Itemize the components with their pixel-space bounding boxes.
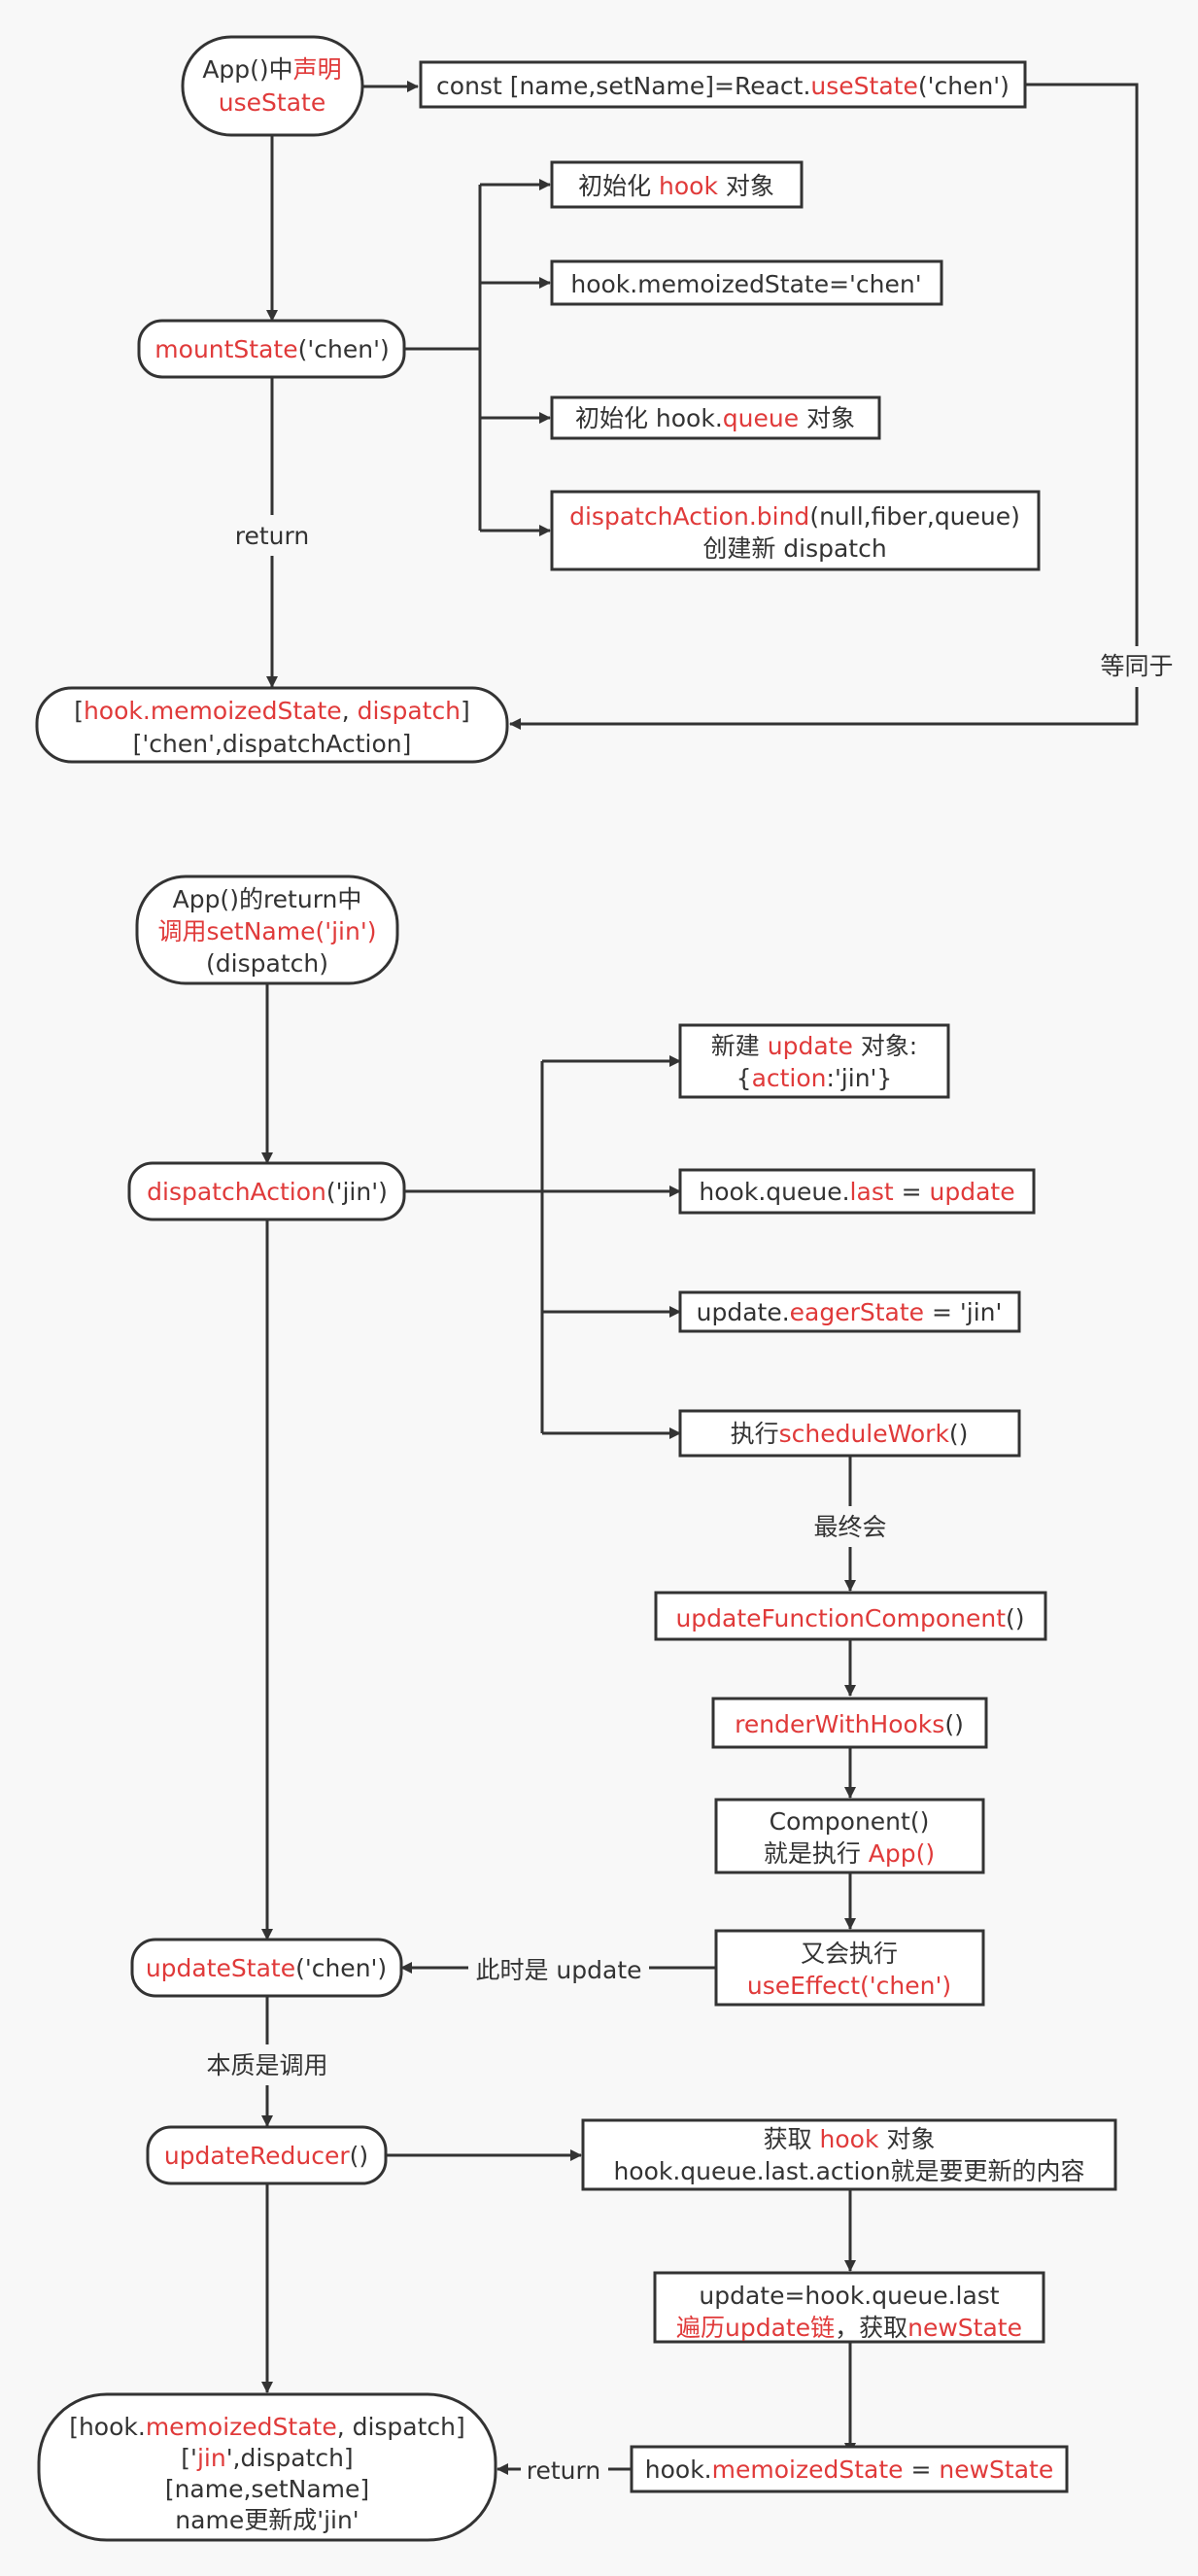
node-dispatch-action: dispatchAction('jin'): [127, 1161, 406, 1221]
get-hook-line1-text: 获取 hook 对象: [764, 2125, 936, 2153]
mount-result-line2-text: ['chen',dispatchAction]: [133, 730, 412, 758]
final-result-line1-text: [hook.memoizedState, dispatch]: [69, 2413, 465, 2441]
edge-label-equivalent: 等同于: [1100, 652, 1173, 680]
connectors-top: [266, 81, 1139, 730]
init-queue-line1-text: 初始化 hook.queue 对象: [575, 404, 855, 432]
edge-label-eventually: 最终会: [813, 1513, 886, 1541]
edge-label-return-back: return: [527, 2456, 600, 2485]
memoized-state-set-line1-text: hook.memoizedState='chen': [570, 270, 921, 298]
app-declare-line2-text: useState: [219, 88, 325, 117]
node-memoized-state-set: hook.memoizedState='chen': [550, 259, 943, 306]
schedule-work-line1-text: 执行scheduleWork(): [731, 1420, 969, 1448]
update-reducer-line1-text: updateReducer(): [164, 2142, 368, 2170]
node-final-result: [hook.memoizedState, dispatch] ['jin',di…: [37, 2392, 497, 2542]
edge-label-return: return: [235, 522, 309, 550]
rerun-effect-line1-text: 又会执行: [801, 1940, 898, 1968]
node-mount-state: mountState('chen'): [137, 319, 406, 379]
node-dispatch-bind: dispatchAction.bind(null,fiber,queue) 创建…: [550, 490, 1041, 571]
app-return-line2-text: 调用setName('jin'): [158, 917, 377, 945]
edge-label-essentially: 本质是调用: [206, 2051, 327, 2079]
component-exec-line1-text: Component(): [770, 1807, 930, 1836]
node-render-with-hooks: renderWithHooks(): [711, 1697, 988, 1749]
dispatch-action-line1-text: dispatchAction('jin'): [147, 1178, 388, 1206]
render-with-hooks-line1-text: renderWithHooks(): [735, 1710, 964, 1738]
mount-state-line1-text: mountState('chen'): [154, 335, 389, 363]
rerun-effect-line2-text: useEffect('chen'): [747, 1972, 951, 2000]
node-update-reducer: updateReducer(): [146, 2125, 388, 2185]
node-mount-result: [hook.memoizedState, dispatch] ['chen',d…: [35, 686, 509, 764]
edge-usestate-to-result: [509, 83, 1139, 730]
node-traverse-chain: update=hook.queue.last 遍历update链，获取newSt…: [653, 2271, 1045, 2344]
node-assign-new-state: hook.memoizedState = newState: [630, 2445, 1069, 2493]
app-declare-line1-text: App()中声明: [202, 55, 341, 84]
queue-last-line1-text: hook.queue.last = update: [699, 1178, 1014, 1206]
final-result-line4-text: name更新成'jin': [175, 2506, 359, 2534]
dispatch-bind-line1-text: dispatchAction.bind(null,fiber,queue): [569, 502, 1020, 531]
use-state-call-line1-text: const [name,setName]=React.useState('che…: [436, 72, 1010, 100]
edge-labels: return 等同于 最终会 此时是 update 本质是调用 return: [192, 515, 1185, 2490]
node-schedule-work: 执行scheduleWork(): [678, 1409, 1021, 1458]
final-result-line3-text: [name,setName]: [165, 2475, 369, 2503]
assign-new-state-line1-text: hook.memoizedState = newState: [645, 2456, 1053, 2484]
app-return-line3-text: (dispatch): [206, 949, 328, 978]
node-update-function-component: updateFunctionComponent(): [654, 1591, 1047, 1641]
nodes: App()中声明 useState const [name,setName]=R…: [35, 35, 1117, 2542]
eager-state-line1-text: update.eagerState = 'jin': [697, 1298, 1003, 1326]
node-init-hook: 初始化 hook 对象: [550, 160, 804, 209]
mount-result-line1-text: [hook.memoizedState, dispatch]: [74, 697, 470, 725]
node-queue-last: hook.queue.last = update: [678, 1168, 1036, 1215]
node-app-declare: App()中声明 useState: [181, 35, 364, 137]
init-hook-line1-text: 初始化 hook 对象: [578, 172, 774, 200]
node-get-hook: 获取 hook 对象 hook.queue.last.action就是要更新的内…: [581, 2118, 1117, 2191]
dispatch-bind-line2-text: 创建新 dispatch: [702, 534, 886, 563]
node-init-queue: 初始化 hook.queue 对象: [550, 395, 881, 440]
traverse-chain-line2-text: 遍历update链，获取newState: [676, 2314, 1022, 2342]
node-eager-state: update.eagerState = 'jin': [678, 1290, 1021, 1333]
app-return-line1-text: App()的return中: [173, 885, 362, 913]
connectors-bottom: [261, 984, 856, 2475]
final-result-line2-text: ['jin',dispatch]: [181, 2444, 353, 2472]
update-state-line1-text: updateState('chen'): [146, 1954, 387, 1982]
node-new-update: 新建 update 对象: {action:'jin'}: [678, 1023, 950, 1099]
edge-label-now-update: 此时是 update: [475, 1956, 641, 1984]
get-hook-line2-text: hook.queue.last.action就是要更新的内容: [613, 2157, 1084, 2185]
node-component-exec: Component() 就是执行 App(): [714, 1798, 985, 1874]
component-exec-line2-text: 就是执行 App(): [764, 1839, 935, 1868]
new-update-line2-text: {action:'jin'}: [736, 1064, 893, 1092]
node-rerun-effect: 又会执行 useEffect('chen'): [714, 1929, 985, 2007]
node-usestate-call: const [name,setName]=React.useState('che…: [419, 60, 1027, 109]
update-fc-line1-text: updateFunctionComponent(): [675, 1604, 1024, 1632]
node-update-state: updateState('chen'): [130, 1938, 403, 1998]
node-app-return: App()的return中 调用setName('jin') (dispatch…: [135, 875, 399, 985]
new-update-line1-text: 新建 update 对象:: [711, 1032, 917, 1060]
traverse-chain-line1-text: update=hook.queue.last: [699, 2282, 999, 2310]
